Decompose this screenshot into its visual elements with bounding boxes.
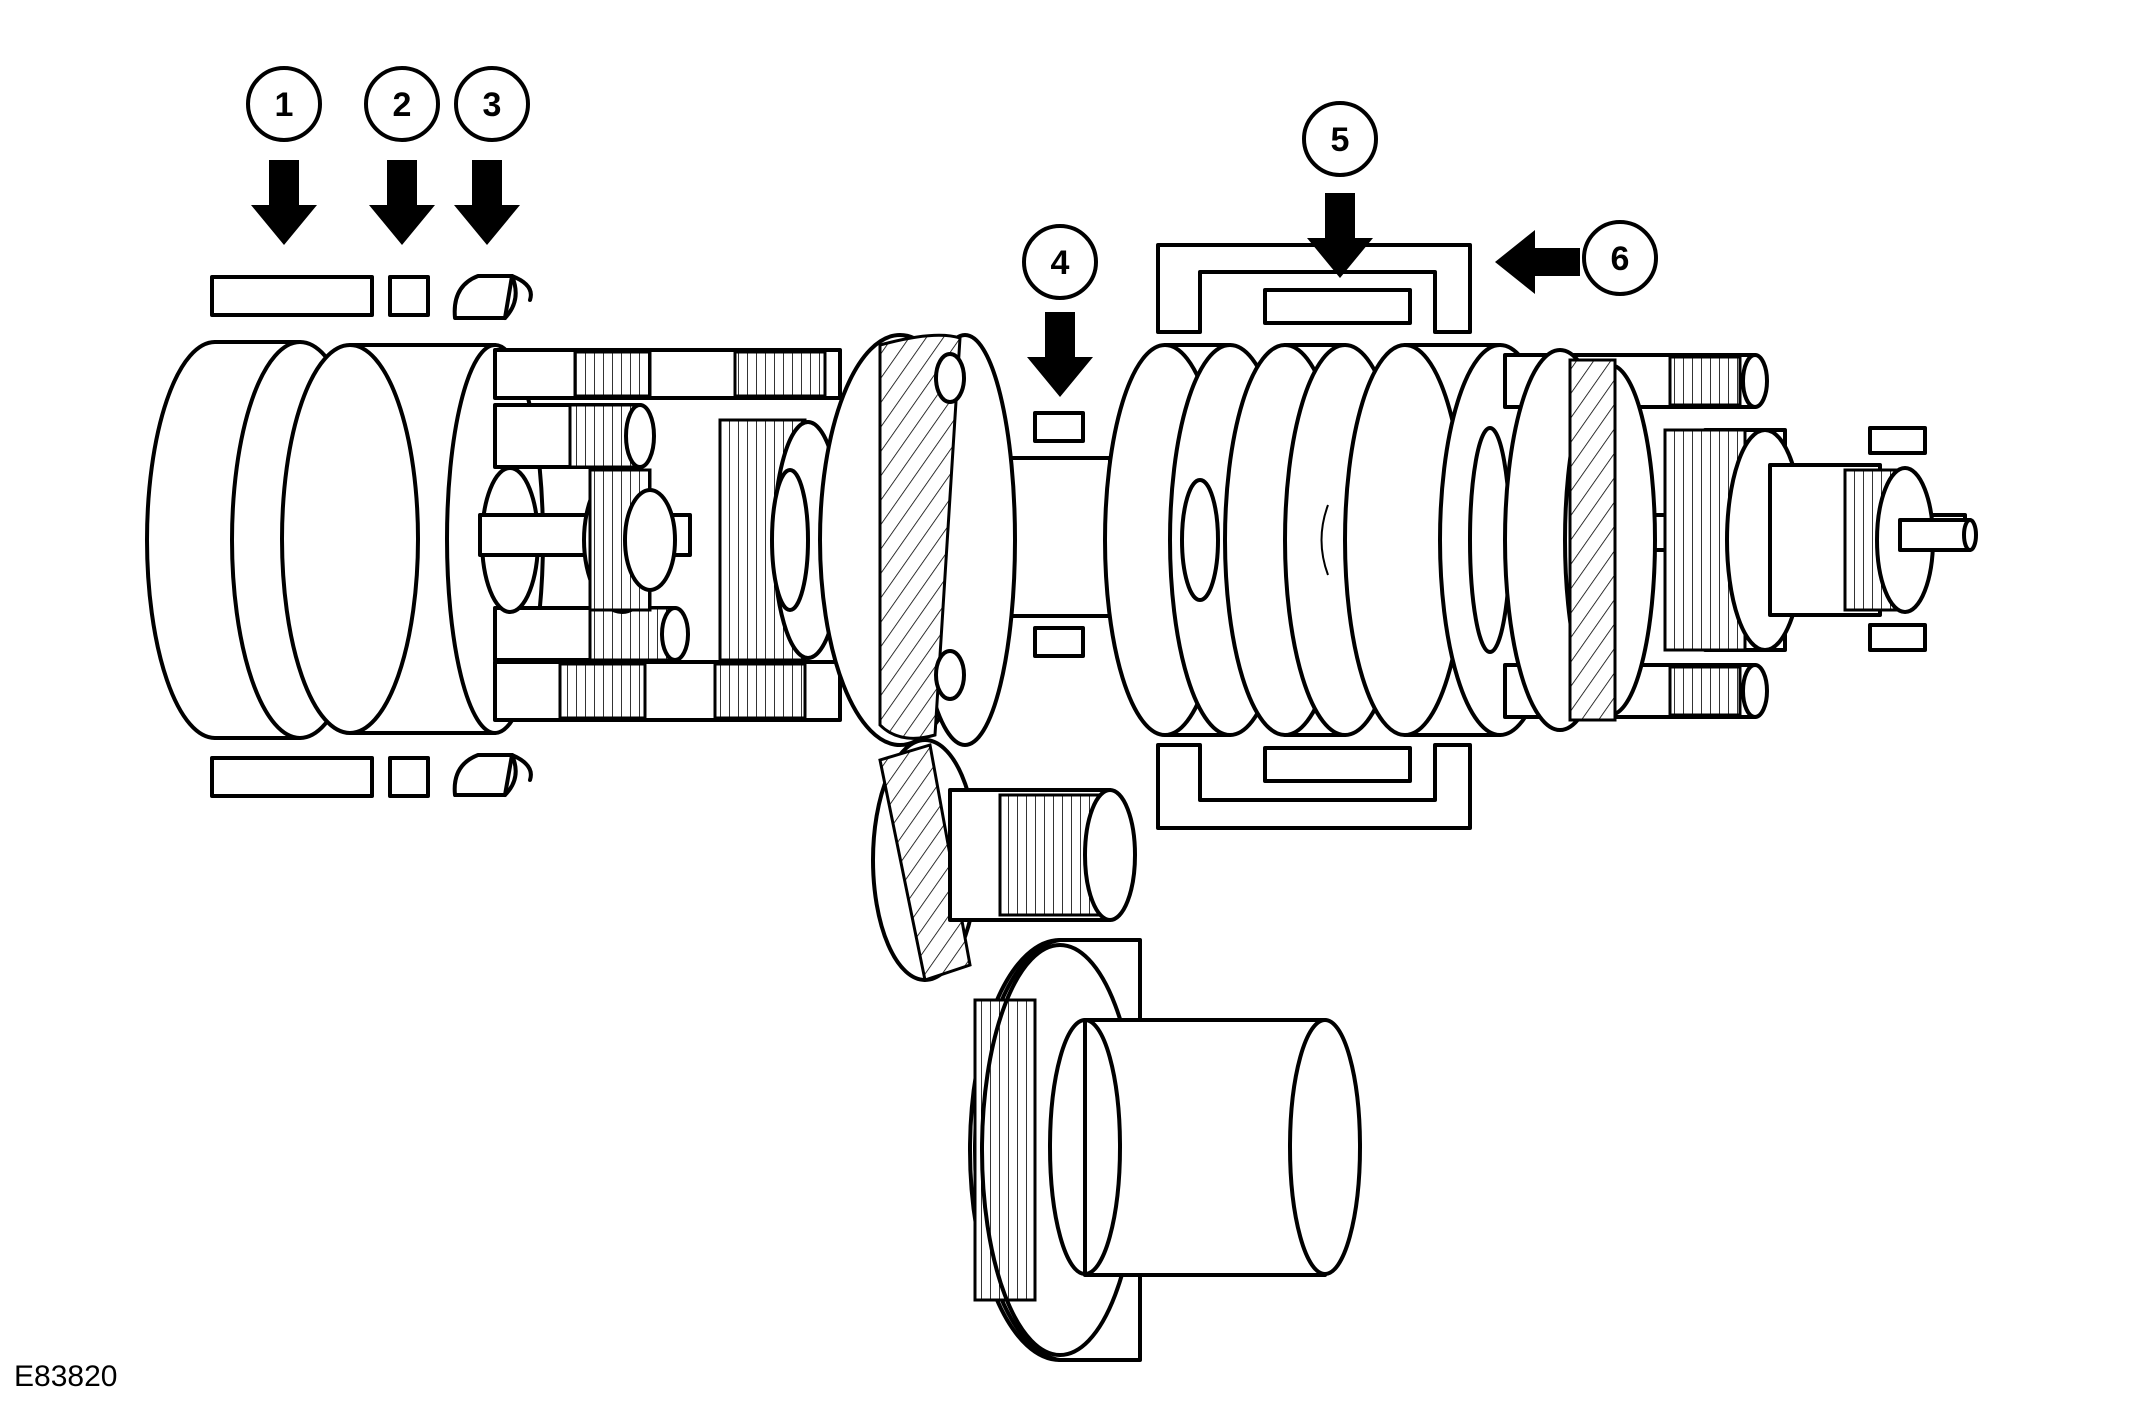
output-drum [1083,1018,1327,1277]
clutch-5-lower [1263,746,1412,783]
svg-text:4: 4 [1051,244,1070,282]
svg-text:2: 2 [393,86,412,124]
svg-text:1: 1 [275,86,294,124]
output-bearing-upper [1868,426,1927,455]
svg-text:5: 5 [1331,121,1350,159]
callout-6: 6 [1582,220,1658,296]
callout-3: 3 [454,66,530,142]
brake-band-1-lower [210,756,374,798]
brake-4-upper [1033,411,1085,443]
center-transfer-section [818,333,1362,1362]
one-way-clutch-3-lower [452,753,514,797]
figure-reference: E83820 [14,1360,118,1393]
arrow-2 [369,160,435,245]
callout-4: 4 [1022,224,1098,300]
svg-text:6: 6 [1611,240,1630,278]
one-way-clutch-3-upper [452,274,514,320]
brake-band-1-upper [210,275,374,317]
arrow-6 [1495,230,1580,294]
brake-4-lower [1033,626,1085,658]
callouts: 1 2 3 4 5 6 [246,66,1658,300]
callout-5: 5 [1302,101,1378,177]
callout-2: 2 [364,66,440,142]
output-shaft-tip [1898,518,1972,552]
brake-blocks [210,243,1472,830]
clutch-2-lower [388,756,430,798]
arrow-4 [1027,312,1093,397]
left-planetary-unit [145,340,844,740]
arrow-3 [454,160,520,245]
clutch-5-upper [1263,288,1412,325]
housing-drum [280,343,420,735]
callout-arrows [251,160,1580,397]
right-planetary-unit [1103,343,1978,737]
arrow-1 [251,160,317,245]
clutch-housing-lower [1156,743,1472,830]
svg-text:3: 3 [483,86,502,124]
clutch-housing-upper [1156,243,1472,334]
callout-1: 1 [246,66,322,142]
arrow-5 [1307,193,1373,278]
output-bearing-lower [1868,623,1927,652]
clutch-2-upper [388,275,430,317]
